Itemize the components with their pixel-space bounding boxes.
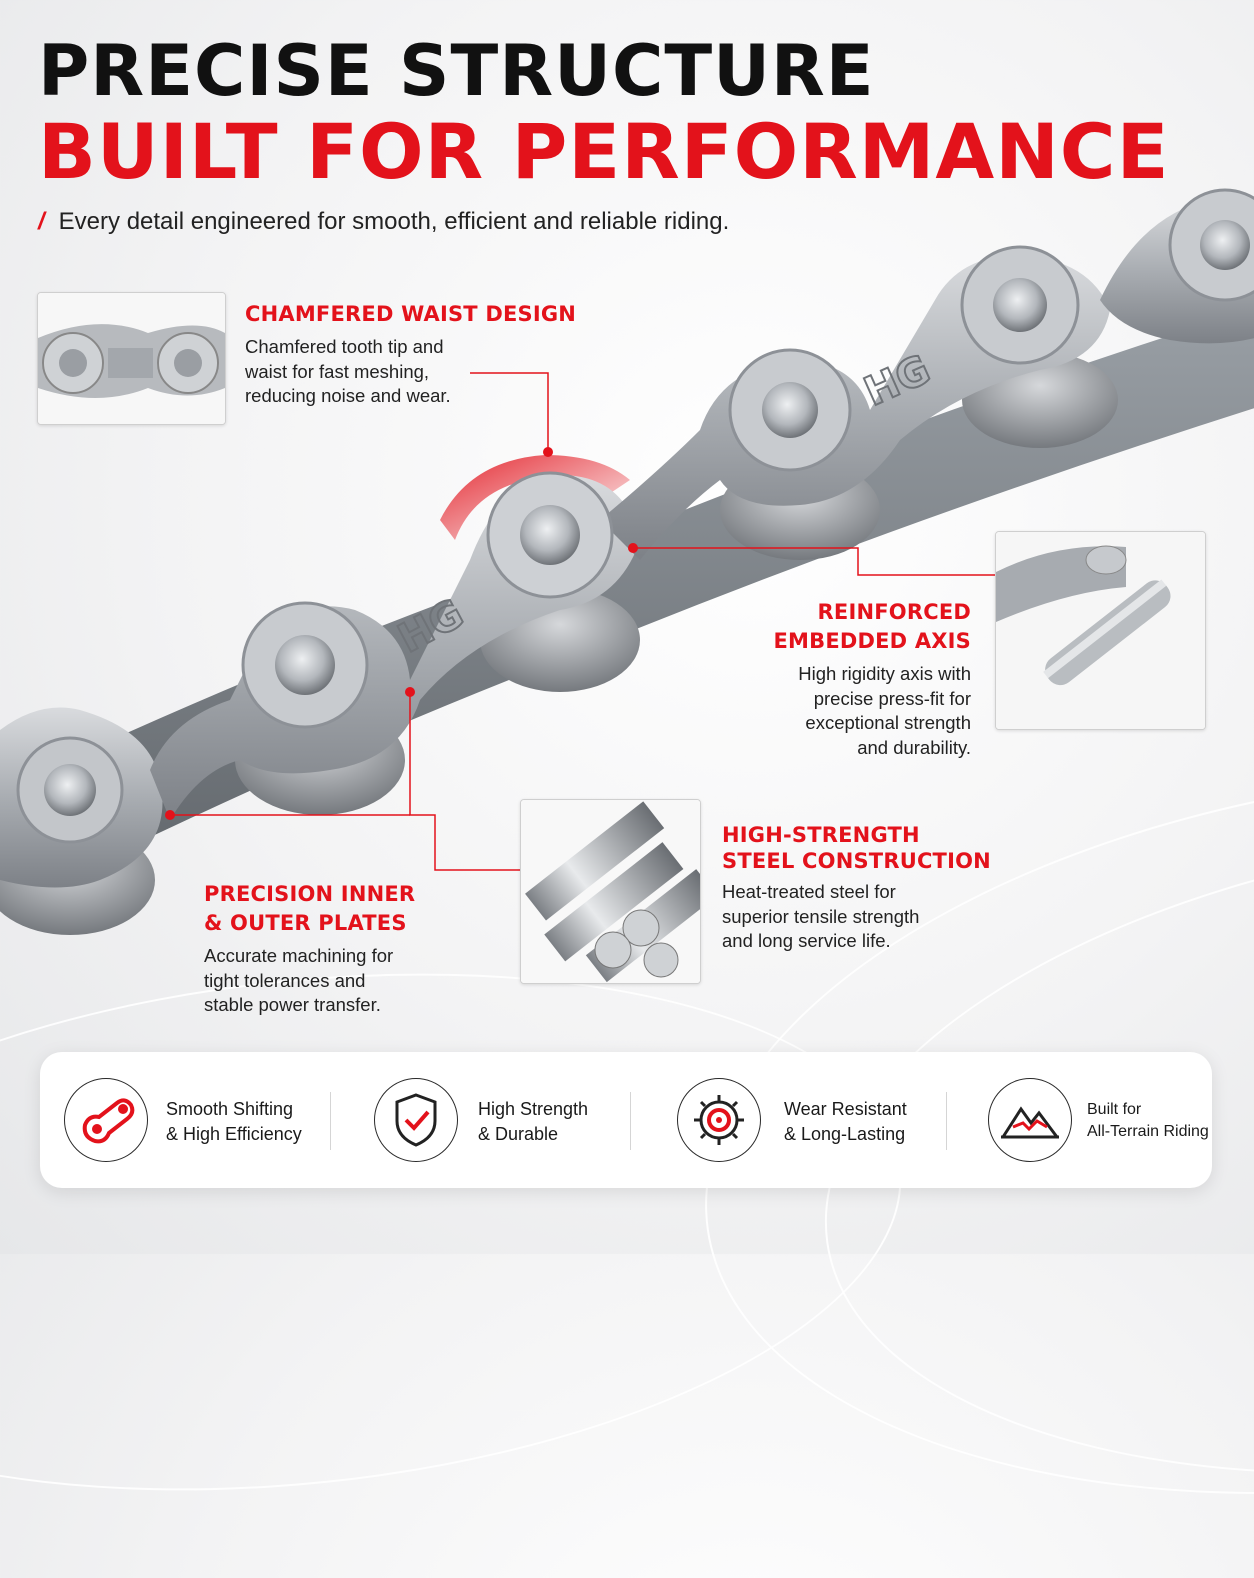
feature-line: High Strength	[478, 1099, 589, 1119]
callout-title-line: PRECISION INNER	[204, 882, 416, 906]
feature-divider	[946, 1092, 947, 1150]
callout-line: Accurate machining for	[204, 945, 394, 966]
feature-bar: Smooth Shifting & High Efficiency High S…	[40, 1052, 1212, 1188]
feature-line: All-Terrain Riding	[1087, 1123, 1209, 1140]
page-subtitle: / Every detail engineered for smooth, eff…	[38, 208, 729, 236]
callout-steel-construction: HIGH-STRENGTH STEEL CONSTRUCTION Heat-tr…	[722, 822, 991, 954]
callout-line: and long service life.	[722, 930, 891, 951]
callout-precision-plates: PRECISION INNER & OUTER PLATES Accurate …	[204, 880, 415, 1018]
feature-label: Wear Resistant & Long-Lasting	[784, 1097, 907, 1147]
callout-line: Heat-treated steel for	[722, 881, 896, 902]
callout-chamfered-waist: CHAMFERED WAIST DESIGN Chamfered tooth t…	[245, 300, 576, 409]
callout-title-line: & OUTER PLATES	[204, 911, 407, 935]
gear-icon	[677, 1078, 761, 1162]
feature-label: Smooth Shifting & High Efficiency	[166, 1097, 302, 1147]
chamfered-waist-inset	[37, 292, 226, 425]
feature-line: & Long-Lasting	[784, 1124, 906, 1144]
callout-title: REINFORCED EMBEDDED AXIS	[773, 598, 971, 656]
feature-label: Built for All-Terrain Riding	[1087, 1099, 1209, 1143]
callout-line: waist for fast meshing,	[245, 360, 430, 382]
feature-wear-resistant: Wear Resistant & Long-Lasting	[655, 1052, 945, 1188]
callout-body: Accurate machining for tight tolerances …	[204, 944, 415, 1018]
callout-line: reducing noise and wear.	[245, 385, 451, 406]
chain-link-icon	[64, 1078, 148, 1162]
callout-embedded-axis: REINFORCED EMBEDDED AXIS High rigidity a…	[773, 598, 971, 760]
callout-line: High rigidity axis with	[798, 663, 971, 684]
mountain-icon	[988, 1078, 1072, 1162]
feature-smooth-shifting: Smooth Shifting & High Efficiency	[40, 1052, 330, 1188]
callout-leader-lines	[170, 372, 995, 871]
callout-line: superior tensile strength	[722, 905, 920, 927]
callout-title: CHAMFERED WAIST DESIGN	[245, 302, 577, 326]
feature-line: Smooth Shifting	[166, 1099, 294, 1119]
callout-line: exceptional strength	[805, 712, 971, 733]
callout-body: Chamfered tooth tip and waist for fast m…	[245, 335, 576, 409]
callout-title-line: STEEL CONSTRUCTION	[722, 849, 991, 873]
callout-body: Heat-treated steel for superior tensile …	[722, 880, 991, 954]
feature-high-strength: High Strength & Durable	[350, 1052, 630, 1188]
page-title: PRECISE STRUCTURE	[38, 30, 875, 112]
shield-check-icon	[374, 1078, 458, 1162]
embedded-axis-inset	[995, 531, 1206, 730]
callout-title-line: EMBEDDED AXIS	[773, 629, 971, 653]
feature-line: & Durable	[478, 1124, 559, 1144]
steel-rods-inset	[520, 799, 701, 984]
callout-body: High rigidity axis with precise press-fi…	[773, 662, 971, 760]
feature-line: & High Efficiency	[166, 1124, 302, 1144]
subtitle-text: Every detail engineered for smooth, effi…	[58, 208, 730, 235]
callout-line: Chamfered tooth tip and	[245, 336, 444, 357]
feature-divider	[330, 1092, 331, 1150]
callout-line: tight tolerances and	[204, 969, 366, 991]
callout-line: stable power transfer.	[204, 994, 381, 1015]
feature-all-terrain: Built for All-Terrain Riding	[965, 1052, 1212, 1188]
bicycle-chain-illustration: HG HG	[0, 188, 1254, 935]
feature-label: High Strength & Durable	[478, 1097, 588, 1147]
feature-line: Wear Resistant	[784, 1099, 907, 1119]
feature-divider	[630, 1092, 631, 1150]
chamfer-highlight	[440, 455, 630, 540]
page-title-highlight: BUILT FOR PERFORMANCE	[38, 107, 1170, 196]
chain-pins	[16, 188, 1254, 844]
slash-mark: /	[38, 208, 45, 235]
callout-title-line: HIGH-STRENGTH	[722, 823, 920, 847]
callout-title-line: REINFORCED	[817, 600, 971, 624]
feature-line: Built for	[1087, 1101, 1142, 1118]
callout-line: and durability.	[857, 736, 971, 758]
callout-dots	[165, 447, 638, 820]
callout-title: PRECISION INNER & OUTER PLATES	[204, 880, 415, 938]
callout-title: HIGH-STRENGTH STEEL CONSTRUCTION	[722, 822, 991, 874]
callout-line: precise press-fit for	[813, 687, 971, 709]
